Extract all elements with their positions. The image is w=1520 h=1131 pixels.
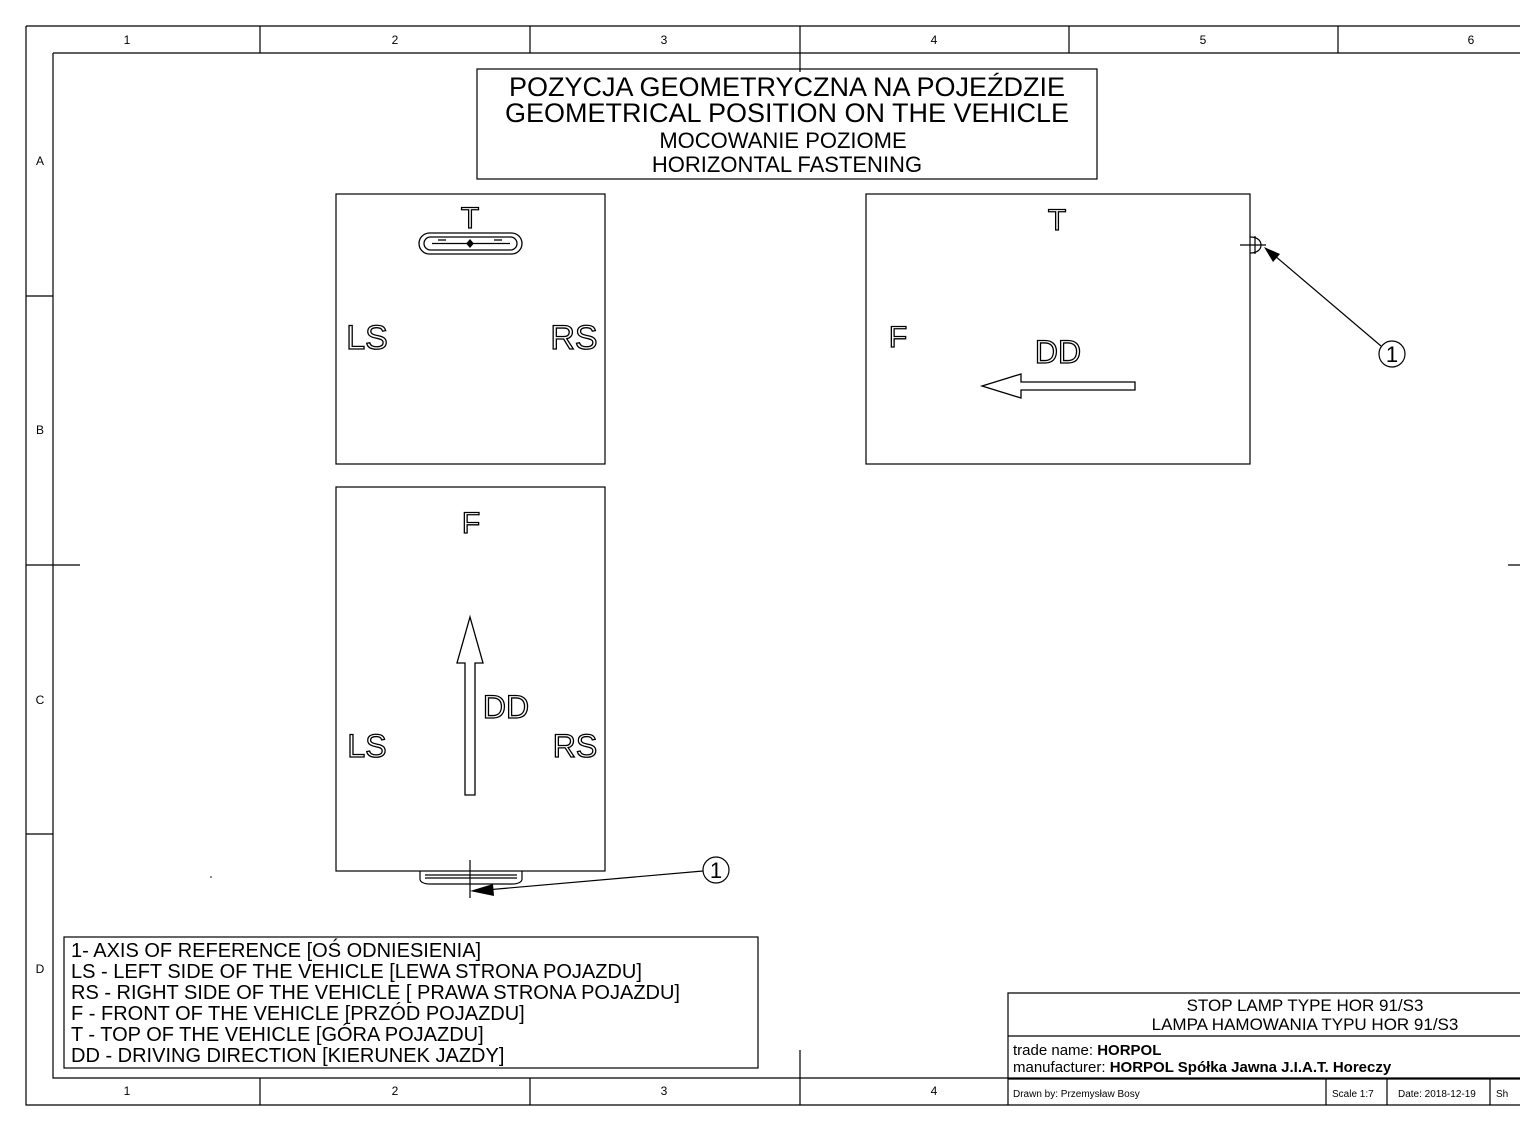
column-label: 5	[1200, 33, 1207, 47]
row-label: D	[36, 962, 45, 976]
title-box: POZYCJA GEOMETRYCZNA NA POJEŹDZIE GEOMET…	[476, 68, 1098, 180]
subtitle-english: HORIZONTAL FASTENING	[652, 152, 922, 177]
column-label: 6	[1468, 33, 1475, 47]
manufacturer-label: manufacturer:	[1013, 1059, 1110, 1076]
callout-circle	[702, 856, 730, 884]
view-side: T F DD 1	[865, 193, 1406, 465]
trade-name: trade name: HORPOL	[1013, 1042, 1161, 1059]
product-name-polish: LAMPA HAMOWANIA TYPU HOR 91/S3	[1152, 1015, 1459, 1034]
legend-item: LS - LEFT SIDE OF THE VEHICLE [LEWA STRO…	[71, 961, 642, 983]
row-ruler-left: A B C D	[36, 154, 45, 976]
left-side-label: LS	[346, 319, 388, 357]
column-label: 2	[392, 1084, 399, 1098]
title-block: STOP LAMP TYPE HOR 91/S3 LAMPA HAMOWANIA…	[1007, 992, 1520, 1105]
left-side-label: LS	[347, 728, 386, 764]
column-label: 1	[124, 33, 131, 47]
callout-leader	[1264, 247, 1382, 347]
date: Date: 2018-12-19	[1398, 1089, 1476, 1100]
subtitle-polish: MOCOWANIE POZIOME	[659, 128, 906, 153]
driving-direction-label: DD	[1035, 334, 1081, 370]
stray-mark	[210, 876, 212, 878]
driving-direction-arrow	[456, 614, 484, 796]
legend-box: 1- AXIS OF REFERENCE [OŚ ODNIESIENIA] LS…	[63, 936, 759, 1069]
title-english: GEOMETRICAL POSITION ON THE VEHICLE	[505, 98, 1069, 128]
legend-item: F - FRONT OF THE VEHICLE [PRZÓD POJAZDU]	[71, 1002, 525, 1025]
top-label: T	[1048, 204, 1066, 237]
right-side-label: RS	[550, 319, 597, 357]
right-side-label: RS	[553, 728, 597, 764]
callout-leader	[470, 870, 704, 896]
lamp-top-view	[418, 232, 523, 255]
column-label: 4	[931, 33, 938, 47]
column-label: 3	[661, 33, 668, 47]
top-label: T	[461, 202, 479, 235]
manufacturer-value: HORPOL Spółka Jawna J.I.A.T. Horeczy	[1110, 1059, 1392, 1076]
lamp-side-view	[1240, 236, 1266, 254]
sheet: Sh	[1496, 1089, 1508, 1100]
callout-circle	[1378, 340, 1406, 368]
callout-number: 1	[710, 858, 722, 883]
row-label: A	[36, 154, 44, 168]
row-label: C	[36, 693, 45, 707]
row-label: B	[36, 423, 44, 437]
view-plan: F DD LS RS 1	[335, 486, 730, 898]
title-polish: POZYCJA GEOMETRYCZNA NA POJEŹDZIE	[509, 72, 1065, 102]
driving-direction-label: DD	[483, 689, 529, 725]
legend-item: 1- AXIS OF REFERENCE [OŚ ODNIESIENIA]	[71, 938, 481, 962]
legend-item: T - TOP OF THE VEHICLE [GÓRA POJAZDU]	[71, 1023, 484, 1046]
front-label: F	[889, 321, 907, 354]
legend-item: RS - RIGHT SIDE OF THE VEHICLE [ PRAWA S…	[71, 982, 680, 1004]
view-top: T LS RS	[335, 193, 606, 465]
front-label: F	[462, 507, 480, 540]
callout-number: 1	[1386, 342, 1398, 367]
drawn-by: Drawn by: Przemysław Bosy	[1013, 1089, 1140, 1100]
scale: Scale 1:7	[1332, 1089, 1374, 1100]
product-name-english: STOP LAMP TYPE HOR 91/S3	[1187, 996, 1424, 1015]
column-ruler-bottom: 1 2 3 4	[124, 1084, 938, 1098]
column-ruler-top: 1 2 3 4 5 6	[124, 33, 1475, 47]
column-label: 4	[931, 1084, 938, 1098]
lamp-plan-view	[419, 860, 523, 898]
driving-direction-arrow	[979, 373, 1136, 399]
trade-name-value: HORPOL	[1097, 1042, 1161, 1059]
manufacturer: manufacturer: HORPOL Spółka Jawna J.I.A.…	[1013, 1059, 1392, 1076]
legend-item: DD - DRIVING DIRECTION [KIERUNEK JAZDY]	[71, 1045, 504, 1067]
column-label: 3	[661, 1084, 668, 1098]
column-label: 1	[124, 1084, 131, 1098]
trade-name-label: trade name:	[1013, 1042, 1097, 1059]
column-label: 2	[392, 33, 399, 47]
